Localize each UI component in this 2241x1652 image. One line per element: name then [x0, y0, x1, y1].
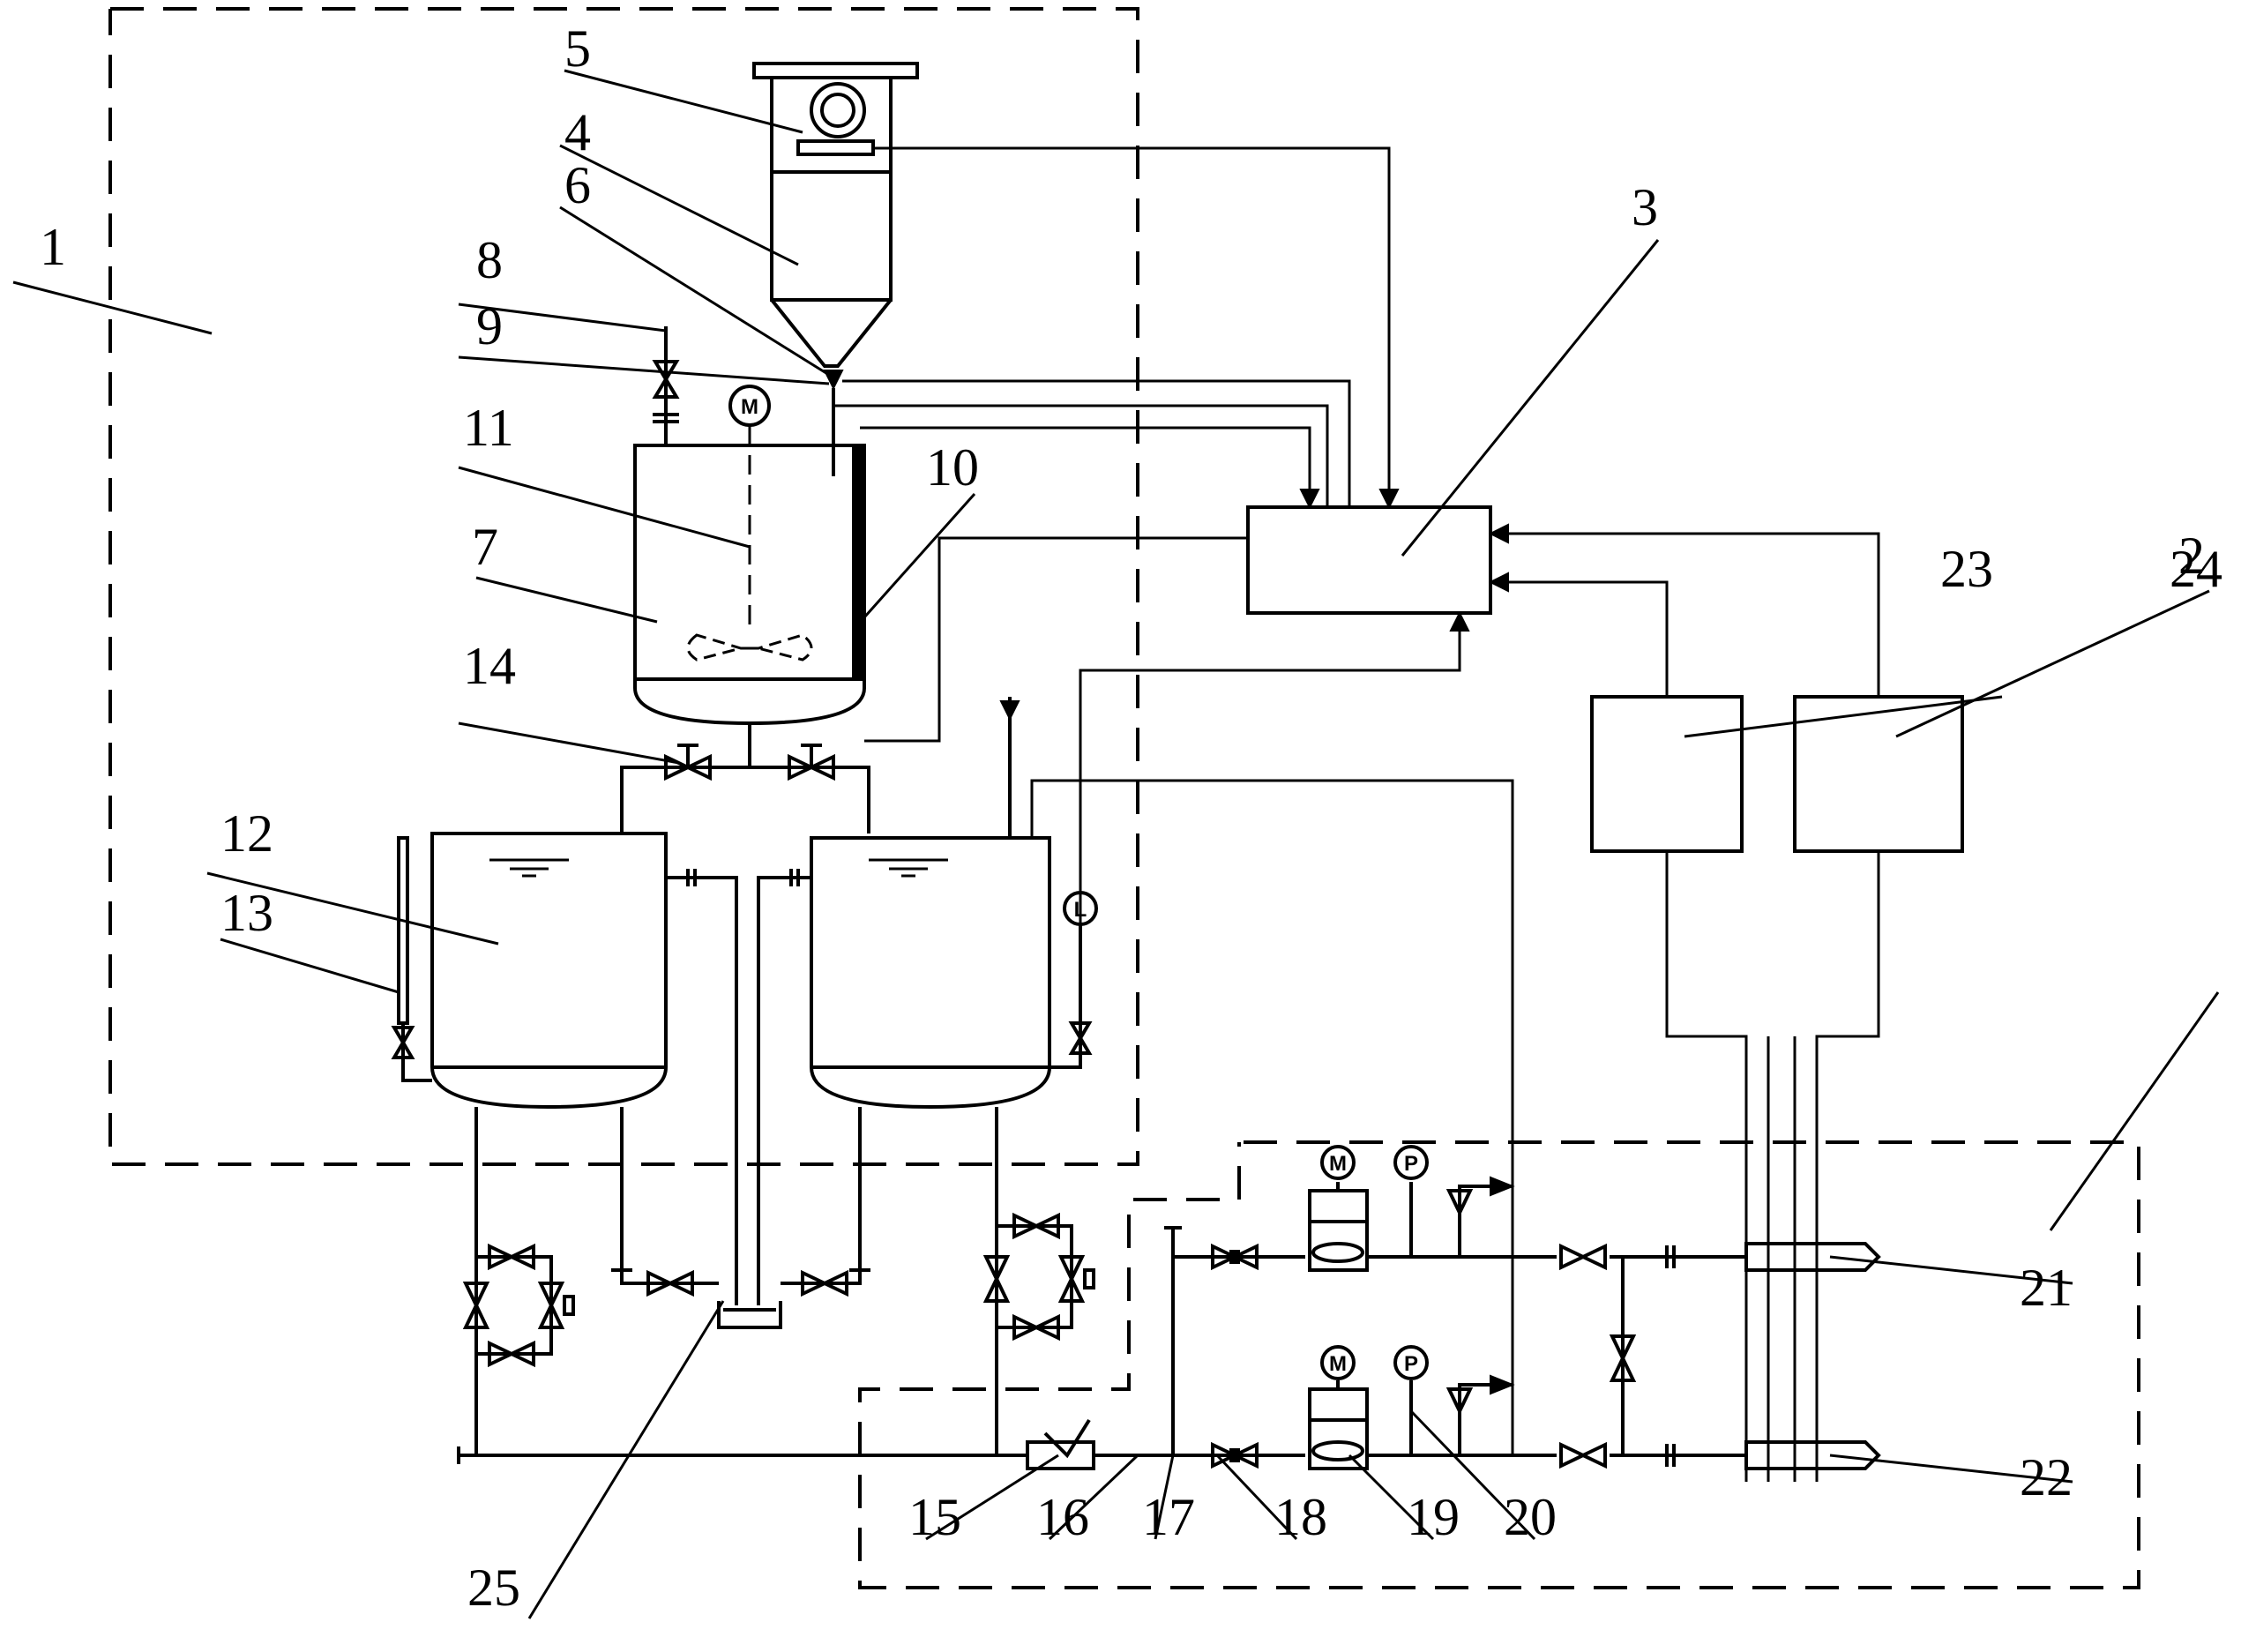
label-6: 6	[564, 156, 591, 214]
label-8: 8	[476, 231, 503, 289]
controller-box	[1246, 505, 1492, 615]
storage-tank-right: L	[810, 697, 1514, 1455]
label-20: 20	[1504, 1488, 1557, 1546]
label-16: 16	[1036, 1488, 1089, 1546]
instrument-cables	[1665, 851, 1880, 1482]
instrument-23	[1590, 695, 1744, 853]
overflow-drain	[611, 869, 870, 1329]
label-2: 2	[2178, 527, 2205, 585]
agitator-motor-symbol: M	[741, 395, 758, 419]
label-25: 25	[467, 1559, 520, 1617]
label-5: 5	[564, 19, 591, 78]
label-9: 9	[476, 297, 503, 355]
subsystem-1-boundary	[108, 7, 1139, 1166]
label-11: 11	[463, 399, 514, 457]
pump-motor-lower-symbol: M	[1329, 1352, 1347, 1376]
main-header	[457, 1226, 1217, 1470]
mixing-tank: M	[633, 326, 866, 726]
label-4: 4	[564, 103, 591, 161]
label-24: 24	[2170, 540, 2222, 598]
label-18: 18	[1274, 1488, 1327, 1546]
upper-pump-line: M P	[1173, 1145, 1881, 1272]
component-labels: 1 2 3 4 5 6 7 8 9 10 11 12 13 14 15 16 1…	[40, 19, 2222, 1617]
label-12: 12	[220, 804, 273, 863]
level-sensor-symbol: L	[1074, 898, 1087, 922]
label-22: 22	[2020, 1448, 2073, 1506]
storage-tank-left	[391, 832, 668, 1110]
powder-hopper	[752, 62, 919, 476]
left-bypass-manifold	[462, 1107, 575, 1455]
label-14: 14	[463, 637, 516, 695]
label-17: 17	[1142, 1488, 1195, 1546]
label-19: 19	[1407, 1488, 1460, 1546]
subsystem-2-boundary	[858, 1140, 2140, 1589]
label-3: 3	[1632, 178, 1658, 236]
label-1: 1	[40, 218, 66, 276]
label-23: 23	[1940, 540, 1993, 598]
signal-lines	[833, 146, 1880, 1058]
pressure-gauge-upper-symbol: P	[1404, 1152, 1418, 1176]
right-bypass-manifold	[982, 1107, 1095, 1455]
label-10: 10	[926, 438, 979, 497]
label-21: 21	[2020, 1259, 2073, 1317]
label-7: 7	[472, 518, 498, 576]
tank-outlet-valves	[620, 723, 870, 833]
leader-lines	[12, 69, 2220, 1619]
lower-pump-line: M P	[1211, 1257, 1881, 1470]
label-13: 13	[220, 884, 273, 942]
instrument-24	[1793, 695, 1964, 853]
pressure-gauge-lower-symbol: P	[1404, 1352, 1418, 1376]
pump-motor-upper-symbol: M	[1329, 1152, 1347, 1176]
label-15: 15	[908, 1488, 961, 1546]
